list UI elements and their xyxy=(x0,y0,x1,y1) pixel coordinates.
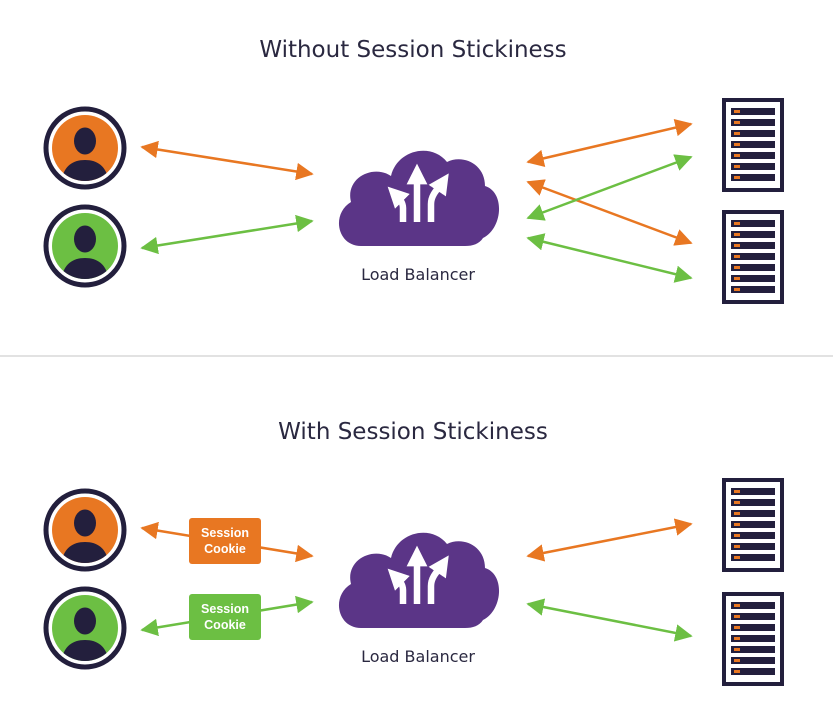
user-icon-green xyxy=(46,207,124,286)
arrow-icon xyxy=(140,214,314,255)
cookie-badge-bg xyxy=(189,518,261,564)
section-without-stickiness: Without Session Stickiness Load Balancer xyxy=(46,37,784,304)
load-balancer-label: Load Balancer xyxy=(361,265,475,284)
cloud-icon xyxy=(339,151,499,246)
user-icon-orange xyxy=(46,109,124,188)
cookie-label: Session xyxy=(201,602,249,616)
server-icon xyxy=(722,210,784,304)
session-cookie-badge: Session Cookie xyxy=(189,518,261,564)
section-title: With Session Stickiness xyxy=(278,419,548,445)
section-title: Without Session Stickiness xyxy=(259,37,566,63)
user-icon-orange xyxy=(46,491,124,570)
cookie-label: Cookie xyxy=(204,542,246,556)
server-icon xyxy=(722,98,784,192)
user-icon-green xyxy=(46,589,124,668)
arrow-icon xyxy=(526,179,693,246)
arrow-icon xyxy=(140,140,314,181)
arrow-icon xyxy=(526,154,693,221)
arrow-icon xyxy=(526,518,693,562)
section-with-stickiness: With Session Stickiness Load Balancer Se… xyxy=(46,419,784,686)
connection-arrows xyxy=(140,119,693,283)
cookie-label: Cookie xyxy=(204,618,246,632)
session-cookie-badge: Session Cookie xyxy=(189,594,261,640)
arrow-icon xyxy=(526,119,693,167)
cookie-label: Session xyxy=(201,526,249,540)
arrow-icon xyxy=(526,233,693,283)
arrow-icon xyxy=(526,598,693,642)
server-icon xyxy=(722,592,784,686)
cookie-badge-bg xyxy=(189,594,261,640)
load-balancer-label: Load Balancer xyxy=(361,647,475,666)
cloud-icon xyxy=(339,533,499,628)
server-icon xyxy=(722,478,784,572)
